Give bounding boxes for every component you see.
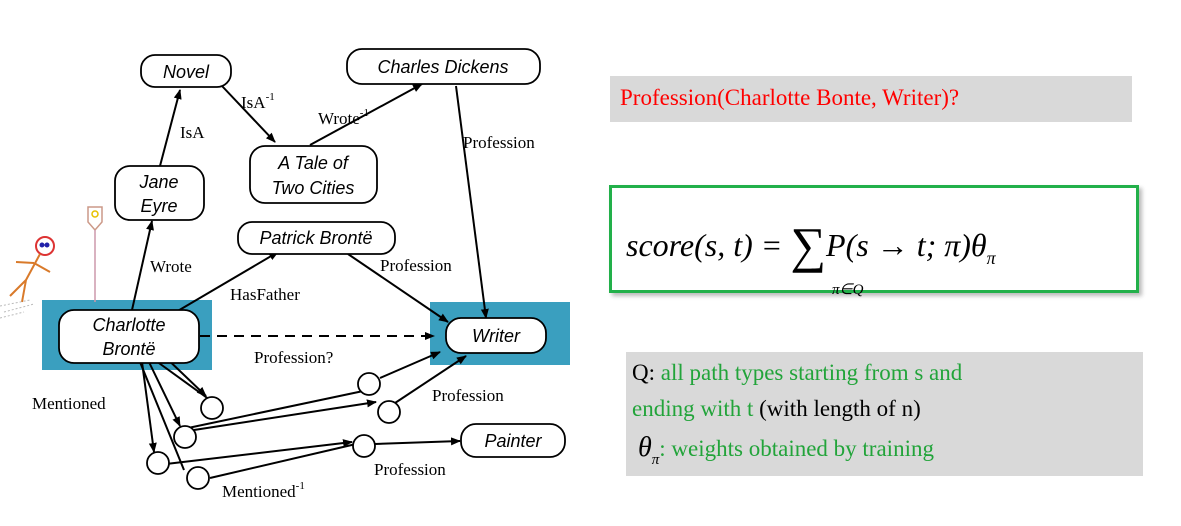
formula-rhs: P(s → t; π)θ — [826, 227, 987, 263]
node-writer: Writer — [472, 326, 521, 346]
label-profession-mid: Profession — [432, 386, 504, 405]
node-dickens-box — [346, 48, 541, 85]
edge-novel-tale — [221, 85, 276, 143]
note-q-desc2: ending with t — [632, 396, 754, 421]
label-profession-patrick: Profession — [380, 256, 452, 275]
edge-tale-dickens — [309, 83, 423, 146]
node-painter: Painter — [484, 431, 542, 451]
node-patrick: Patrick Brontë — [259, 228, 372, 248]
stick-figure-icon — [9, 236, 55, 303]
note-theta: θ — [638, 432, 652, 463]
formula-rhs-sub: π — [986, 248, 996, 268]
label-profession-dickens: Profession — [463, 133, 535, 152]
label-has-father: HasFather — [230, 285, 300, 304]
path-node — [377, 400, 401, 424]
path-node — [352, 434, 376, 458]
edge-c-n5 — [139, 361, 185, 471]
note-q-label: Q: — [632, 360, 655, 385]
note-theta-desc: : weights obtained by training — [659, 436, 934, 461]
note-q-line: Q: all path types starting from s and — [632, 360, 962, 386]
label-profession-low: Profession — [374, 460, 446, 479]
edge-c-n2 — [147, 359, 181, 427]
node-jane-box — [114, 165, 205, 221]
query-text: Profession(Charlotte Bonte, Writer)? — [620, 85, 960, 110]
node-tale-line2: Two Cities — [272, 178, 355, 198]
edge-dickens-writer — [455, 85, 489, 319]
node-jane-line1: Jane — [138, 172, 178, 192]
edge-patrick-writer — [347, 253, 449, 323]
note-q-len: (with length of n) — [753, 396, 921, 421]
node-jane-line2: Eyre — [140, 196, 177, 216]
note-q-line2: ending with t (with length of n) — [632, 396, 921, 422]
node-tale-box — [249, 145, 378, 204]
edge-c-n3 — [141, 361, 157, 453]
edge-n11-writer — [379, 351, 441, 379]
light-bulb-icon — [87, 206, 103, 302]
edge-n8-n6 — [187, 389, 369, 429]
note-theta-sub: π — [651, 452, 660, 468]
formula-lhs: score(s, t) = — [626, 227, 791, 263]
edge-c-n4 — [151, 357, 211, 401]
formula-sum-sub: π∈Q — [832, 282, 864, 298]
knowledge-graph-diagram: Novel Charles Dickens A Tale of Two Citi… — [0, 48, 570, 501]
query-panel: Profession(Charlotte Bonte, Writer)? — [610, 76, 1132, 122]
path-node — [146, 451, 170, 475]
edge-n2-n6 — [193, 399, 377, 431]
edge-n3-n7 — [165, 439, 353, 465]
node-charlotte-box — [58, 309, 200, 364]
edge-charlotte-patrick — [175, 251, 279, 313]
edge-n12-writer — [391, 355, 467, 406]
label-mentioned: Mentioned — [32, 394, 106, 413]
node-writer-box — [445, 317, 547, 354]
sigma-symbol: ∑ — [790, 217, 827, 273]
node-tale-line1: A Tale of — [277, 153, 350, 173]
label-profession-query: Profession? — [254, 348, 333, 367]
node-novel-box — [140, 54, 232, 88]
formula-panel: score(s, t) = ∑P(s → t; π)θπ π∈Q — [609, 185, 1139, 298]
label-isa-inv: IsA-1 — [241, 91, 275, 112]
node-painter-box — [460, 423, 566, 458]
label-mentioned-inv: Mentioned-1 — [222, 480, 305, 501]
node-charlotte-line2: Brontë — [102, 339, 155, 359]
edge-jane-novel — [159, 89, 182, 167]
label-wrote: Wrote — [150, 257, 192, 276]
score-formula: score(s, t) = ∑P(s → t; π)θπ π∈Q — [626, 210, 996, 298]
sketch-lines — [0, 299, 35, 319]
notes-panel: Q: all path types starting from s and en… — [626, 352, 1143, 476]
edge-n13-painter — [374, 437, 461, 446]
label-wrote-inv: Wrote-1 — [318, 107, 369, 128]
node-charlotte-line1: Charlotte — [92, 315, 165, 335]
note-q-desc: all path types starting from s and — [655, 360, 963, 385]
path-node — [200, 396, 224, 420]
node-charles-dickens: Charles Dickens — [377, 57, 508, 77]
label-isa: IsA — [180, 123, 205, 142]
path-node — [173, 425, 197, 449]
path-node — [186, 466, 210, 490]
node-novel: Novel — [163, 62, 210, 82]
edge-charlotte-jane — [131, 220, 154, 311]
note-theta-line: θπ: weights obtained by training — [638, 432, 934, 468]
node-patrick-box — [237, 221, 396, 255]
path-node — [357, 372, 381, 396]
edge-n9-n10 — [209, 443, 357, 479]
